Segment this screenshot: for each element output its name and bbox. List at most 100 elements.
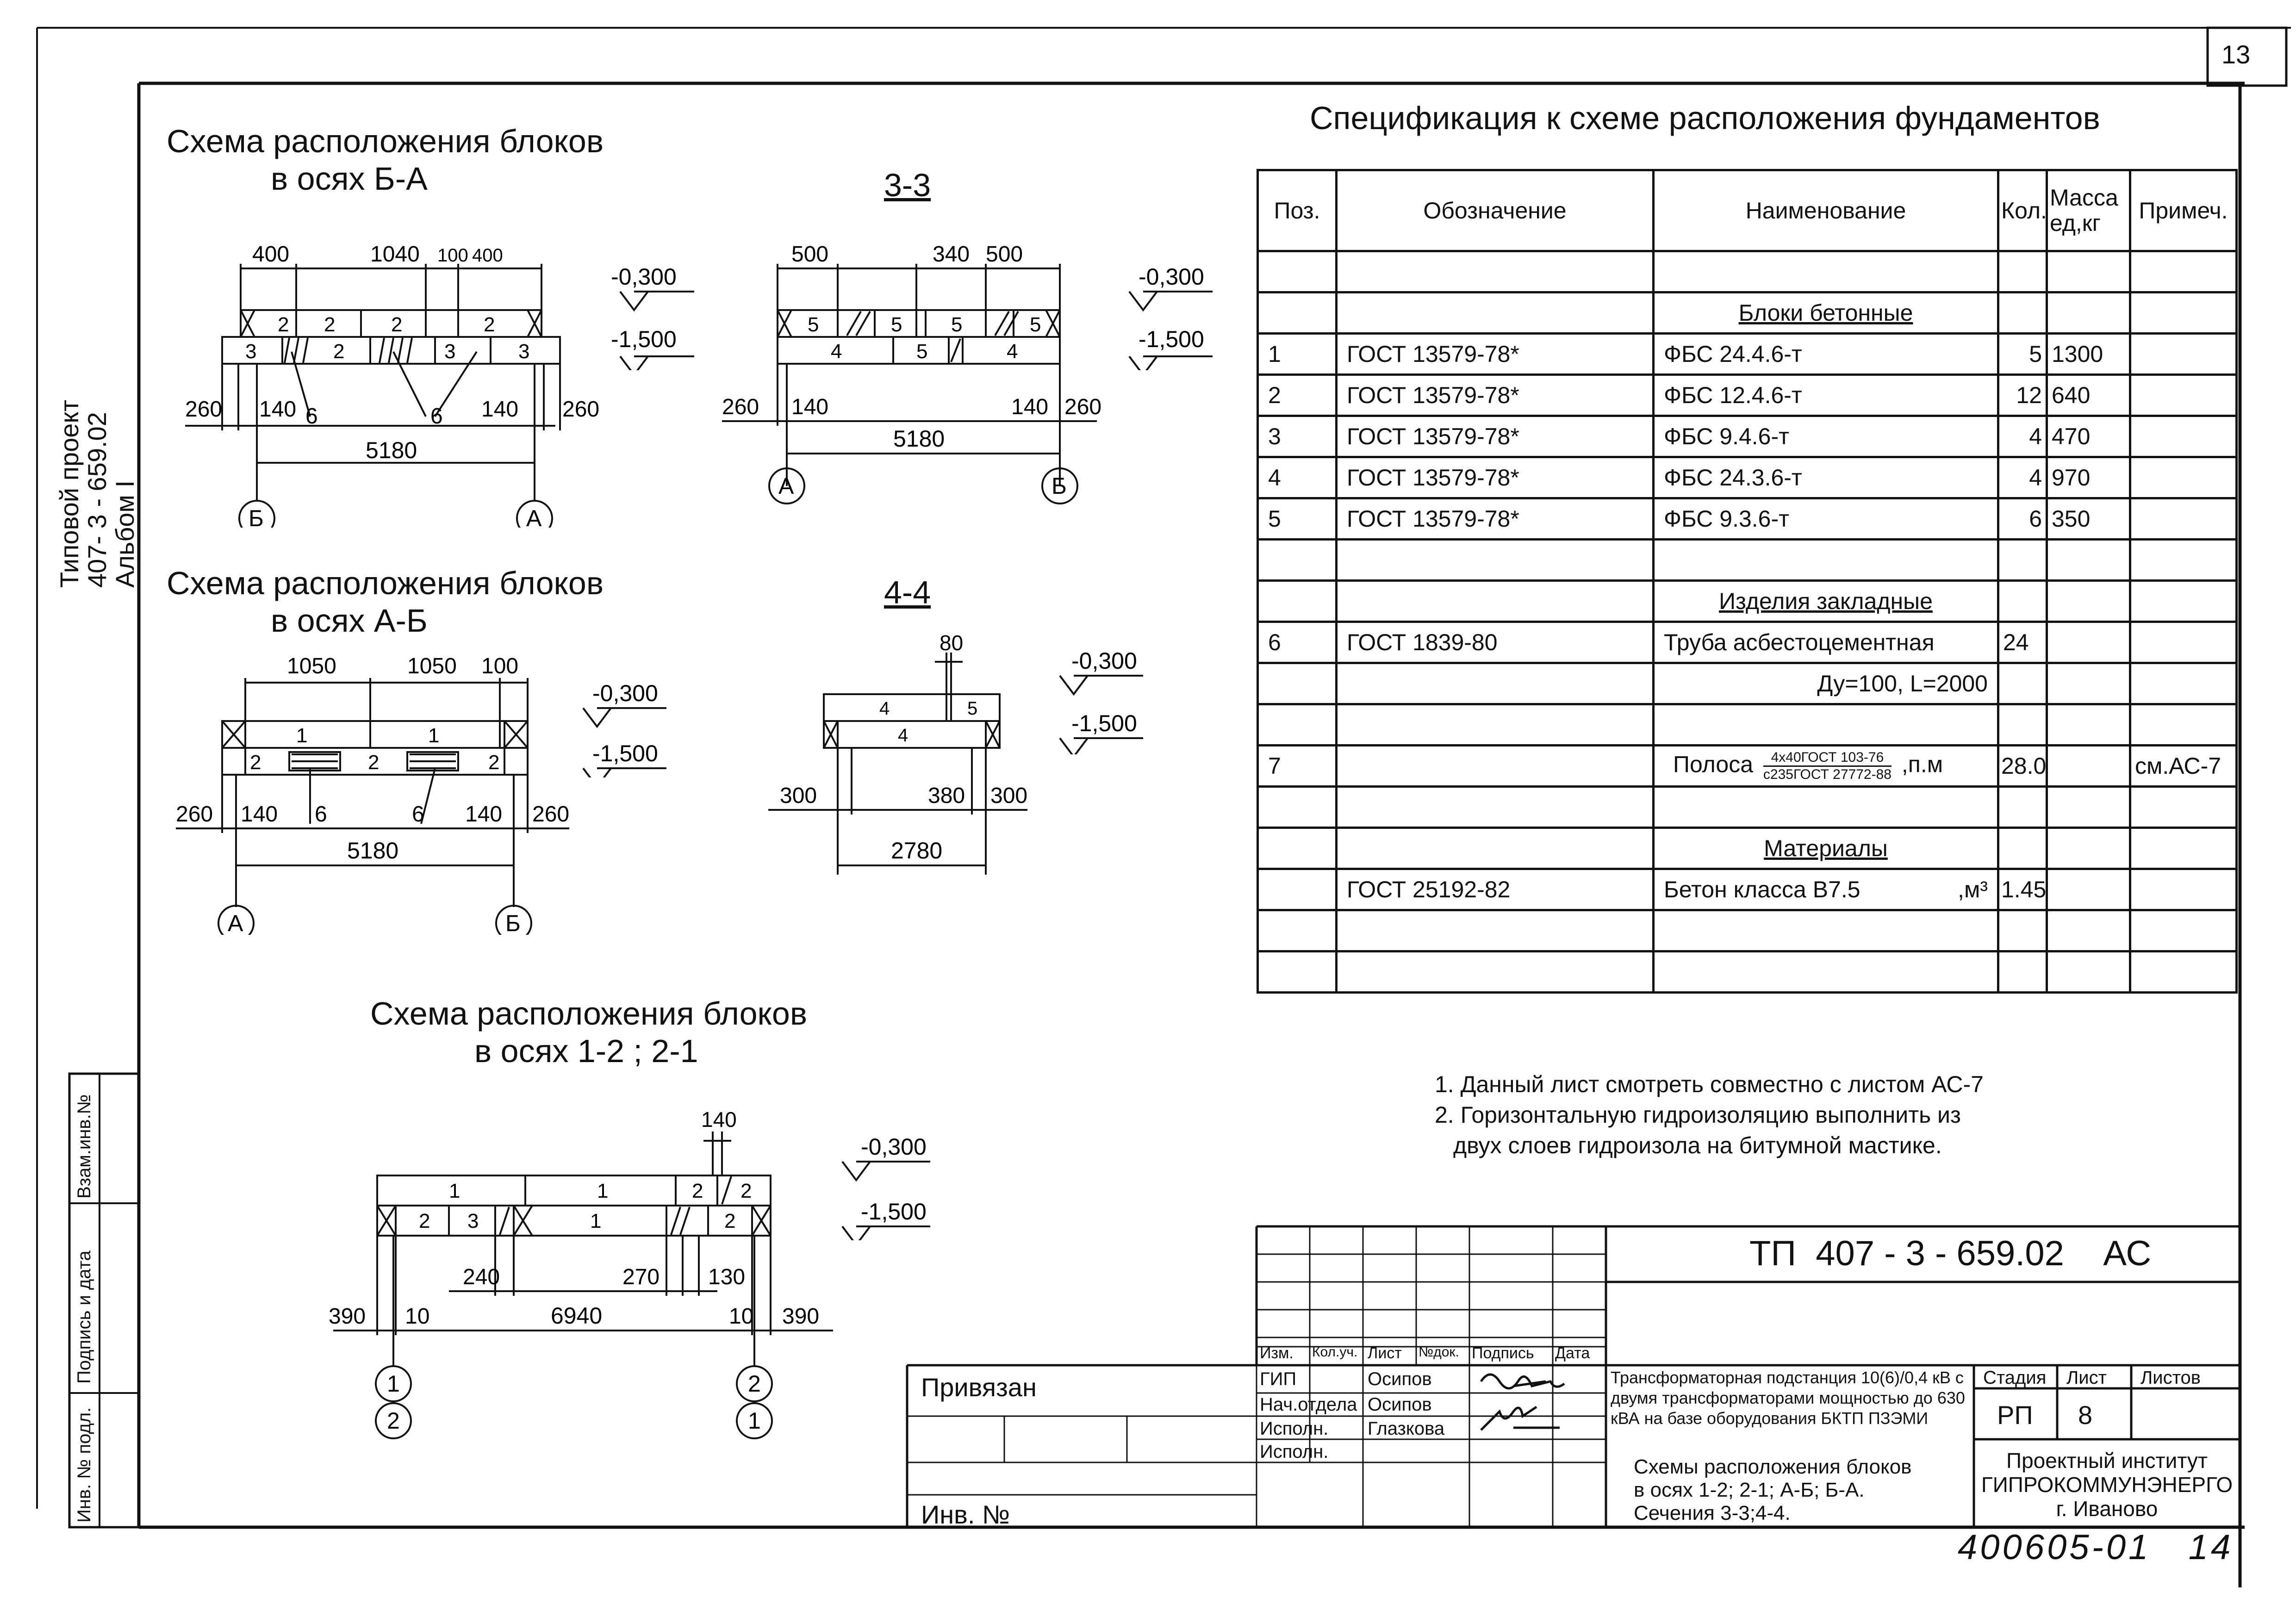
bound-label: Привязан [921, 1373, 1037, 1402]
section-33-drawing: 5 5 5 5 4 5 4 500 340 500 260 140 140 26… [722, 242, 1101, 504]
table-row: 5 ГОСТ 13579-78* ФБС 9.3.6-т 6 350 [1257, 497, 2238, 541]
note-line: 1. Данный лист смотреть совместно с лист… [1435, 1071, 1984, 1097]
sheet-desc-line: Схемы расположения блоков [1634, 1455, 1912, 1478]
level-marks-44: -0,300 -1,500 [1059, 648, 1143, 754]
dim-label: 260 [532, 802, 569, 827]
dim-label: 260 [722, 395, 759, 419]
table-row: 2 ГОСТ 13579-78* ФБС 12.4.6-т 12 640 [1257, 373, 2238, 417]
block-label: 2 [692, 1180, 703, 1202]
table-row [1257, 703, 2238, 746]
role-label: Нач.отдела [1260, 1394, 1357, 1415]
table-row: 3 ГОСТ 13579-78* ФБС 9.4.6-т 4 470 [1257, 415, 2238, 458]
section-44-label: 4-4 [884, 574, 931, 610]
cell-name: ФБС 24.4.6-т [1652, 332, 1999, 376]
dim-label: 260 [1064, 395, 1101, 419]
axis-mark: Б [1052, 473, 1067, 499]
cell-pos: 4 [1257, 456, 1338, 499]
dim-label: 400 [252, 242, 289, 267]
cell-code: ГОСТ 25192-82 [1335, 868, 1655, 911]
axis-mark: А [228, 910, 243, 935]
block-label: 4 [898, 725, 908, 746]
role-label: ГИП [1260, 1369, 1297, 1389]
dim-label: 300 [780, 784, 817, 808]
dim-label: 10 [729, 1304, 753, 1329]
header-note: Примеч. [2129, 169, 2238, 252]
header-code: Обозначение [1335, 169, 1655, 252]
cell-qty: 4 [1997, 456, 2048, 499]
title-line: Схема расположения блоков [370, 995, 808, 1032]
table-row: 4 ГОСТ 13579-78* ФБС 24.3.6-т 4 970 [1257, 456, 2238, 499]
level-marks-12: -0,300 -1,500 [841, 1134, 930, 1240]
block-label: 3 [518, 340, 529, 363]
cell-name: ФБС 9.3.6-т [1652, 497, 1999, 541]
cell-strip: Полоса 4х40ГОСТ 103-76 с235ГОСТ 27772-88… [1652, 744, 1999, 788]
level-top: -0,300 [1139, 264, 1204, 290]
block-label: 2 [278, 313, 289, 336]
axis-mark: Б [249, 505, 264, 528]
cell-pos: 5 [1257, 497, 1338, 541]
dim-label: 390 [782, 1304, 819, 1329]
title-line: в осях Б-А [271, 160, 428, 197]
block-label: 1 [590, 1210, 601, 1232]
axis-mark: 2 [748, 1371, 761, 1397]
dim-label: 1050 [287, 654, 336, 678]
title-line: Схема расположения блоков [167, 565, 604, 601]
dim-label: 270 [622, 1265, 660, 1289]
block-label: 3 [245, 340, 256, 363]
block-label: 2 [324, 313, 335, 336]
block-label: 4 [1007, 340, 1018, 363]
concrete-name: Бетон класса В7.5 [1664, 877, 1860, 902]
header-qty: Кол. [1997, 169, 2048, 252]
block-label: 5 [891, 313, 902, 336]
cell-pos: 6 [1257, 621, 1338, 664]
cell-pos: 3 [1257, 415, 1338, 458]
cell-qty: 4 [1997, 415, 2048, 458]
block-label: 2 [724, 1210, 735, 1232]
note-line: 2. Горизонтальную гидроизоляцию выполнит… [1435, 1102, 1961, 1128]
block-label: 2 [419, 1210, 430, 1232]
strip-unit: ,п.м [1901, 751, 1943, 777]
spec-table: Поз. Обозначение Наименование Кол. Масса… [1257, 169, 2238, 994]
cell-name: ФБС 24.3.6-т [1652, 456, 1999, 499]
dim-label: 400 [472, 245, 503, 266]
cell-concrete: Бетон класса В7.5,м³ [1652, 868, 1999, 911]
table-row [1257, 950, 2238, 994]
sig-header-docnum: №док. [1419, 1344, 1459, 1360]
doc-code: ТП 407 - 3 - 659.02 АС [1749, 1234, 2152, 1273]
inv-label: Инв. № [921, 1500, 1010, 1529]
group-materials: Материалы [1652, 827, 1999, 870]
org-line: Проектный институт [2006, 1449, 2208, 1473]
axis-mark: А [778, 473, 794, 499]
strip-fraction: 4х40ГОСТ 103-76 с235ГОСТ 27772-88 [1763, 750, 1892, 783]
header-mass: Масса ед,кг [2046, 169, 2131, 252]
sheet-label: Лист [2066, 1368, 2107, 1388]
group-embedded: Изделия закладные [1652, 579, 1999, 623]
block-label: 5 [951, 313, 962, 336]
title-line: в осях А-Б [271, 602, 428, 639]
block-label: 2 [484, 313, 495, 336]
dim-label: 140 [1011, 395, 1048, 419]
block-label: 5 [916, 340, 927, 363]
dim-label: 140 [701, 1107, 737, 1132]
cell-mass: 970 [2046, 456, 2131, 499]
level-top: -0,300 [611, 264, 677, 290]
block-label: 1 [428, 724, 439, 747]
role-label: Исполн. [1260, 1442, 1329, 1462]
block-label: 1 [597, 1180, 608, 1202]
table-row: 6 ГОСТ 1839-80 Труба асбестоцементная 24 [1257, 621, 2238, 664]
callout-label: 6 [315, 802, 327, 827]
block-label: 2 [740, 1180, 752, 1202]
dim-label: 100 [437, 245, 468, 266]
sig-header-count: Кол.уч. [1312, 1344, 1358, 1360]
signature-glazkova [1480, 1405, 1560, 1431]
scheme-12-drawing: 1 1 2 2 2 3 1 2 140 240 270 130 390 10 1… [329, 1107, 833, 1439]
level-top: -0,300 [1071, 648, 1137, 674]
cell-mass: 470 [2046, 415, 2131, 458]
table-row [1257, 909, 2238, 952]
scheme-ba-title: Схема расположения блоков в осях Б-А [167, 123, 604, 197]
block-label: 4 [879, 698, 890, 719]
dim-label: 240 [463, 1265, 500, 1289]
axis-mark: Б [505, 910, 521, 935]
overall-dim: 5180 [347, 838, 398, 864]
axis-mark: А [526, 505, 542, 528]
